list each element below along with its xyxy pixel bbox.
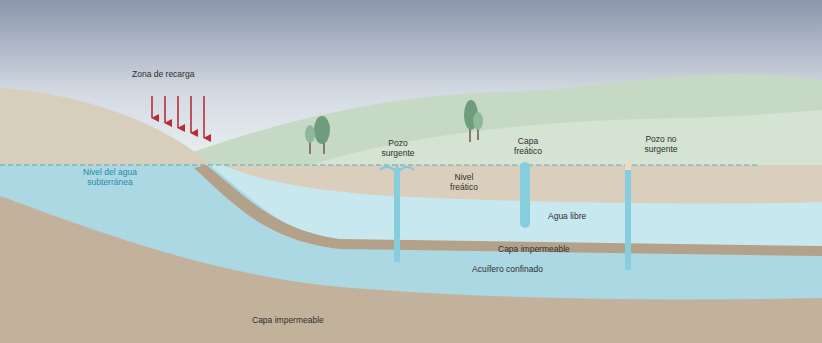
illustration-label: Capa impermeable	[252, 316, 324, 326]
illustration-label: Agua libre	[548, 212, 586, 222]
illustration-label: Nivel freático	[440, 173, 488, 193]
illustration-label: Pozo surgente	[372, 139, 424, 159]
impermeable-band	[194, 165, 822, 256]
back-hill	[150, 74, 822, 168]
impermeable-base	[0, 165, 822, 343]
illustration-label: Acuífero confinado	[472, 265, 543, 275]
illustration-label: Pozo no surgente	[632, 135, 690, 155]
artesian-well	[380, 164, 414, 262]
recharge-hill	[0, 88, 212, 165]
water-table-well	[520, 162, 530, 228]
recharge-arrows	[152, 96, 204, 138]
front-hill	[300, 110, 822, 168]
sky	[0, 0, 822, 170]
illustration-label: Capa freático	[506, 137, 550, 157]
illustration-label: Capa impermeable	[498, 245, 570, 255]
water-table-line	[0, 165, 760, 166]
confined-aquifer	[0, 165, 822, 300]
illustration-label: Nivel del agua subterránea	[62, 168, 158, 188]
non-artesian-well	[625, 160, 631, 270]
illustration-label: Zona de recarga	[132, 70, 194, 80]
